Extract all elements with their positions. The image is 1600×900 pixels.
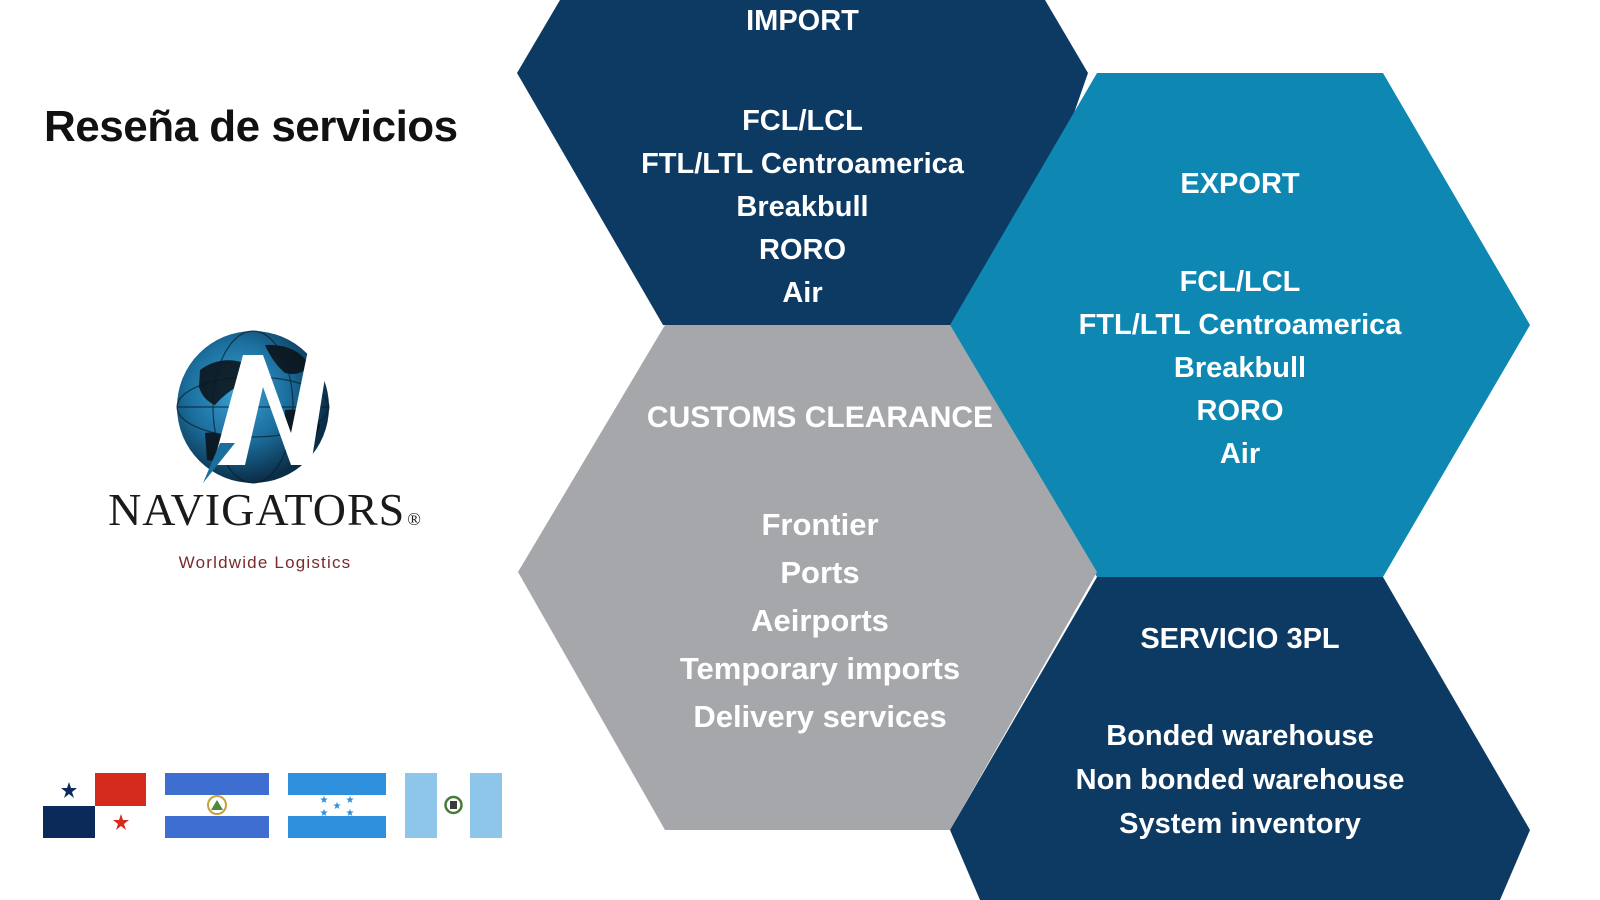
threepl-item: Non bonded warehouse <box>1075 764 1405 796</box>
brand-name: NAVIGATORS® <box>95 483 435 536</box>
import-hexagon <box>517 0 1088 325</box>
svg-text:★: ★ <box>346 795 355 806</box>
customs-item: Aeirports <box>751 603 889 638</box>
export-item: FCL/LCL <box>1179 266 1301 298</box>
guatemala-flag-icon <box>405 773 502 838</box>
export-item: Air <box>1219 438 1261 470</box>
customs-hexagon <box>518 325 1097 830</box>
customs-title: CUSTOMS CLEARANCE <box>646 401 994 434</box>
page-title: Reseña de servicios <box>44 102 458 151</box>
customs-item: Ports <box>780 555 860 590</box>
panama-flag-icon <box>43 773 146 838</box>
import-item: Breakbull <box>736 191 869 223</box>
export-hexagon <box>950 73 1530 577</box>
nicaragua-flag-icon <box>165 773 269 838</box>
import-item: FTL/LTL Centroamerica <box>641 148 964 180</box>
customs-item: Frontier <box>761 507 879 542</box>
honduras-flag-icon: ★ ★ ★ ★ ★ <box>288 773 386 838</box>
export-block: EXPORT FCL/LCL FTL/LTL Centroamerica Bre… <box>1050 165 1430 476</box>
threepl-title: SERVICIO 3PL <box>1140 623 1340 655</box>
export-title: EXPORT <box>1180 168 1300 200</box>
registered-mark: ® <box>407 509 422 529</box>
import-item: FCL/LCL <box>742 105 863 137</box>
customs-block: CUSTOMS CLEARANCE Frontier Ports Aeirpor… <box>610 399 1030 741</box>
customs-item: Temporary imports <box>679 651 961 686</box>
threepl-item: Bonded warehouse <box>1106 720 1374 752</box>
export-item: RORO <box>1196 395 1284 427</box>
svg-text:★: ★ <box>333 801 342 812</box>
import-title: IMPORT <box>746 5 859 37</box>
customs-item: Delivery services <box>693 699 947 734</box>
threepl-item: System inventory <box>1119 808 1361 840</box>
export-item: FTL/LTL Centroamerica <box>1078 309 1402 341</box>
brand-name-text: NAVIGATORS <box>108 484 406 535</box>
brand-tagline: Worldwide Logistics <box>178 553 352 572</box>
import-block: IMPORT FCL/LCL FTL/LTL Centroamerica Bre… <box>600 2 1005 315</box>
threepl-block: SERVICIO 3PL Bonded warehouse Non bonded… <box>1050 620 1430 846</box>
navigators-logo: NAVIGATORS® Worldwide Logistics <box>95 315 435 575</box>
svg-text:★: ★ <box>320 795 329 806</box>
threepl-hexagon <box>950 577 1530 900</box>
svg-text:★: ★ <box>346 808 355 819</box>
export-item: Breakbull <box>1173 352 1307 384</box>
globe-logo-icon <box>176 315 335 484</box>
import-item: Air <box>782 277 823 309</box>
svg-text:★: ★ <box>320 808 329 819</box>
import-item: RORO <box>759 234 846 266</box>
